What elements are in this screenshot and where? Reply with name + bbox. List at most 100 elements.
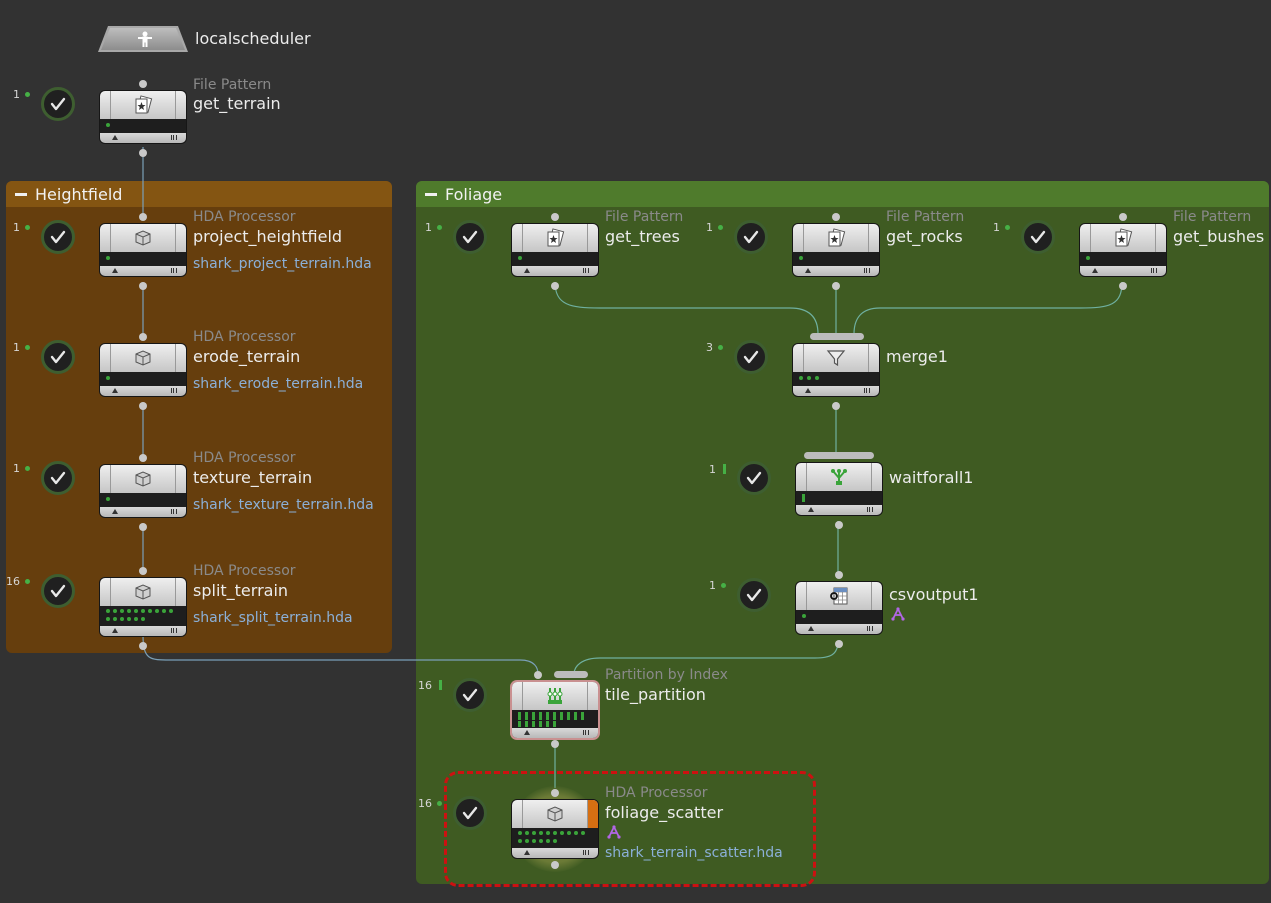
input-port[interactable] xyxy=(139,80,147,88)
work-item[interactable] xyxy=(518,256,522,260)
input-port[interactable] xyxy=(139,454,147,462)
work-item[interactable] xyxy=(553,831,557,835)
output-port[interactable] xyxy=(139,642,147,650)
node-body[interactable] xyxy=(796,463,882,515)
multi-input-port[interactable] xyxy=(554,671,588,678)
cook-status-check[interactable] xyxy=(453,678,487,712)
collapse-minus-icon[interactable] xyxy=(425,192,437,196)
work-item[interactable] xyxy=(120,609,124,613)
work-item[interactable] xyxy=(581,831,585,835)
work-item[interactable] xyxy=(518,721,521,727)
work-item[interactable] xyxy=(141,617,145,621)
work-item[interactable] xyxy=(815,376,819,380)
output-port[interactable] xyxy=(835,521,843,529)
work-item[interactable] xyxy=(802,614,806,618)
output-port[interactable] xyxy=(551,282,559,290)
node-body[interactable] xyxy=(100,465,186,517)
output-port[interactable] xyxy=(551,740,559,748)
hda-file-link[interactable]: shark_texture_terrain.hda xyxy=(193,497,374,513)
output-port[interactable] xyxy=(1119,282,1127,290)
work-item[interactable] xyxy=(518,831,522,835)
work-item[interactable] xyxy=(106,256,110,260)
input-flag-icon[interactable] xyxy=(805,268,811,273)
work-item[interactable] xyxy=(525,712,528,720)
work-item[interactable] xyxy=(169,609,173,613)
hda-file-link[interactable]: shark_project_terrain.hda xyxy=(193,256,372,272)
cook-status-check[interactable] xyxy=(41,461,75,495)
work-item[interactable] xyxy=(532,831,536,835)
node-body[interactable] xyxy=(512,224,598,276)
node-body[interactable] xyxy=(512,800,598,858)
input-flag-icon[interactable] xyxy=(808,507,814,512)
cook-status-check[interactable] xyxy=(41,220,75,254)
multi-input-port[interactable] xyxy=(804,452,874,459)
netbox-foliage[interactable]: Foliage xyxy=(416,181,1269,884)
output-port[interactable] xyxy=(835,640,843,648)
display-flag-icon[interactable] xyxy=(867,626,873,631)
multi-input-port[interactable] xyxy=(810,333,864,340)
work-item[interactable] xyxy=(807,376,811,380)
input-flag-icon[interactable] xyxy=(112,509,118,514)
work-item[interactable] xyxy=(553,839,557,843)
work-item[interactable] xyxy=(141,609,145,613)
display-flag-icon[interactable] xyxy=(1151,268,1157,273)
output-port[interactable] xyxy=(551,861,559,869)
node-body[interactable] xyxy=(100,91,186,143)
bypass-flag[interactable] xyxy=(588,800,598,828)
input-flag-icon[interactable] xyxy=(805,388,811,393)
display-flag-icon[interactable] xyxy=(867,507,873,512)
work-item[interactable] xyxy=(802,494,805,502)
input-port[interactable] xyxy=(139,567,147,575)
input-flag-icon[interactable] xyxy=(112,135,118,140)
input-port[interactable] xyxy=(534,671,542,679)
output-port[interactable] xyxy=(139,402,147,410)
output-port[interactable] xyxy=(832,282,840,290)
cook-status-check[interactable] xyxy=(737,461,771,495)
node-body[interactable] xyxy=(100,344,186,396)
display-flag-icon[interactable] xyxy=(171,135,177,140)
work-item[interactable] xyxy=(539,721,542,727)
display-flag-icon[interactable] xyxy=(583,850,589,855)
output-port[interactable] xyxy=(139,149,147,157)
node-body[interactable] xyxy=(512,682,598,738)
cook-status-check[interactable] xyxy=(734,220,768,254)
output-port[interactable] xyxy=(139,523,147,531)
input-flag-icon[interactable] xyxy=(524,268,530,273)
work-item[interactable] xyxy=(113,617,117,621)
work-item[interactable] xyxy=(567,712,570,720)
work-item[interactable] xyxy=(162,609,166,613)
cook-status-check[interactable] xyxy=(737,578,771,612)
display-flag-icon[interactable] xyxy=(864,268,870,273)
work-item[interactable] xyxy=(546,721,549,727)
output-port[interactable] xyxy=(139,282,147,290)
work-item[interactable] xyxy=(799,376,803,380)
cook-status-check[interactable] xyxy=(453,796,487,830)
work-item[interactable] xyxy=(574,831,578,835)
node-body[interactable] xyxy=(100,224,186,276)
cook-status-check[interactable] xyxy=(41,340,75,374)
cook-status-check[interactable] xyxy=(734,340,768,374)
input-flag-icon[interactable] xyxy=(112,388,118,393)
netbox-heightfield[interactable]: Heightfield xyxy=(6,181,392,653)
input-port[interactable] xyxy=(551,789,559,797)
work-item[interactable] xyxy=(134,617,138,621)
cook-status-check[interactable] xyxy=(1021,220,1055,254)
work-item[interactable] xyxy=(799,256,803,260)
work-item[interactable] xyxy=(539,839,543,843)
display-flag-icon[interactable] xyxy=(583,730,589,735)
work-item[interactable] xyxy=(106,123,110,127)
display-flag-icon[interactable] xyxy=(583,268,589,273)
work-item[interactable] xyxy=(574,712,577,720)
work-item[interactable] xyxy=(546,839,550,843)
netbox-foliage-header[interactable]: Foliage xyxy=(416,181,1269,207)
display-flag-icon[interactable] xyxy=(171,628,177,633)
work-item[interactable] xyxy=(518,712,521,720)
cook-status-check[interactable] xyxy=(41,87,75,121)
work-item[interactable] xyxy=(113,609,117,613)
node-body[interactable] xyxy=(796,582,882,634)
input-flag-icon[interactable] xyxy=(524,850,530,855)
hda-file-link[interactable]: shark_terrain_scatter.hda xyxy=(605,845,783,861)
work-item[interactable] xyxy=(553,712,556,720)
node-body[interactable] xyxy=(793,344,879,396)
display-flag-icon[interactable] xyxy=(171,268,177,273)
